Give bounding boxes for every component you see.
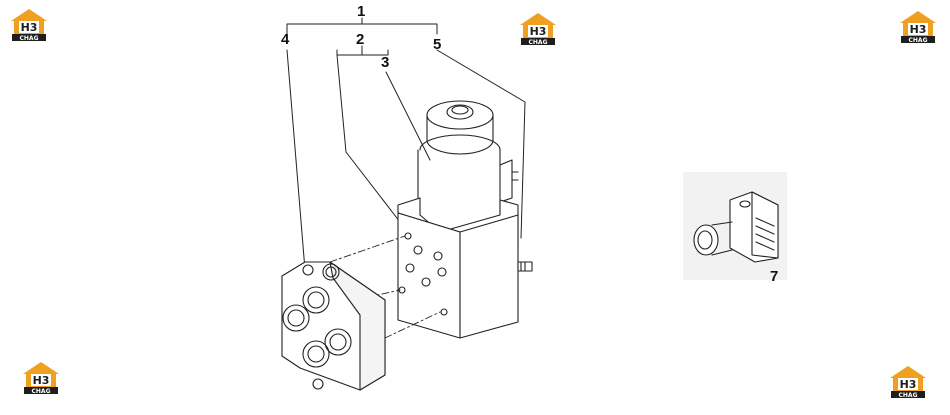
house-logo-icon: H3 CHAG — [11, 9, 47, 42]
callout-1: 1 — [357, 3, 366, 20]
callout-7: 7 — [770, 268, 779, 285]
brand-logo-top-left: H3 CHAG — [10, 8, 48, 42]
brand-logo-top-center: H3 CHAG — [519, 12, 557, 46]
brand-logo-bottom-right: H3 CHAG — [889, 365, 927, 399]
logo-caption: CHAG — [529, 39, 548, 46]
logo-mark: H3 — [900, 378, 917, 391]
logo-caption: CHAG — [20, 35, 39, 42]
logo-caption: CHAG — [899, 392, 918, 399]
house-logo-icon: H3 CHAG — [890, 366, 926, 399]
logo-mark: H3 — [910, 23, 927, 36]
adapter-plate — [281, 261, 386, 391]
logo-caption: CHAG — [909, 37, 928, 44]
valve-body — [397, 197, 533, 339]
logo-mark: H3 — [21, 21, 38, 34]
brand-logo-top-right: H3 CHAG — [899, 10, 937, 44]
logo-caption: CHAG — [32, 388, 51, 395]
house-logo-icon: H3 CHAG — [900, 11, 936, 44]
callout-3: 3 — [381, 54, 390, 71]
house-logo-icon: H3 CHAG — [520, 13, 556, 46]
callout-2: 2 — [356, 31, 365, 48]
house-logo-icon: H3 CHAG — [23, 362, 59, 395]
logo-mark: H3 — [530, 25, 547, 38]
callout-5: 5 — [433, 36, 442, 53]
leader-lines — [286, 17, 774, 271]
callout-4: 4 — [281, 31, 290, 48]
brand-logo-bottom-left: H3 CHAG — [22, 361, 60, 395]
logo-mark: H3 — [33, 374, 50, 387]
connector-detail — [683, 172, 787, 280]
